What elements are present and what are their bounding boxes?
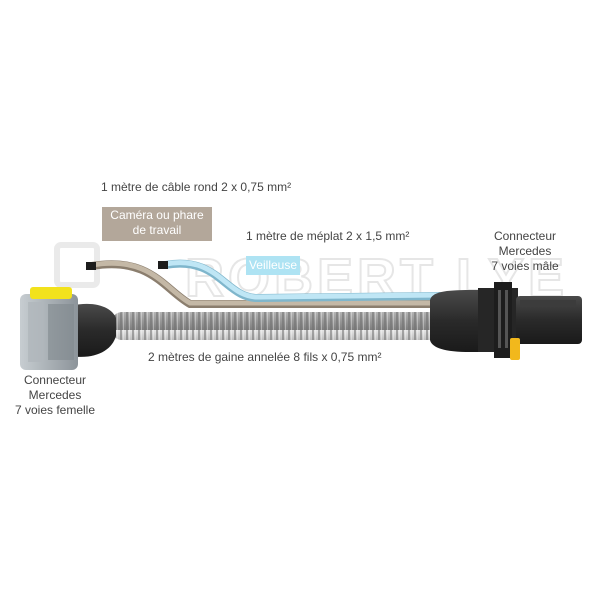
female-connector-label: Connecteur Mercedes 7 voies femelle bbox=[0, 373, 110, 418]
female-connector-label-line-1: Connecteur bbox=[23, 373, 87, 387]
male-connector-sleeve bbox=[430, 290, 482, 352]
male-connector-label-line-1: Connecteur bbox=[493, 229, 557, 243]
veilleuse-tag: Veilleuse bbox=[246, 256, 300, 275]
camera-tag-line-2: de travail bbox=[132, 223, 182, 237]
sheath-label: 2 mètres de gaine annelée 8 fils x 0,75 … bbox=[148, 350, 382, 364]
flat-cable-tip bbox=[158, 261, 168, 269]
camera-tag-line-1: Caméra ou phare bbox=[110, 208, 204, 222]
corrugated-sheath bbox=[112, 312, 442, 340]
male-connector-label-line-2: Mercedes bbox=[498, 244, 552, 258]
round-cable-label: 1 mètre de câble rond 2 x 0,75 mm² bbox=[101, 180, 292, 194]
flat-cable-label: 1 mètre de méplat 2 x 1,5 mm² bbox=[246, 229, 410, 243]
female-connector-yellow-cap bbox=[30, 287, 72, 299]
female-connector-label-line-3: 7 voies femelle bbox=[14, 403, 96, 417]
male-connector-label: Connecteur Mercedes 7 voies mâle bbox=[470, 229, 580, 274]
male-connector-label-line-3: 7 voies mâle bbox=[491, 259, 559, 273]
female-connector-label-line-2: Mercedes bbox=[28, 388, 82, 402]
round-cable-tip bbox=[86, 262, 96, 270]
male-connector bbox=[430, 282, 582, 360]
female-connector-grommet bbox=[70, 303, 116, 357]
male-connector-yellow-clip bbox=[510, 338, 520, 360]
camera-tag: Caméra ou phare de travail bbox=[102, 207, 212, 241]
flat-cable bbox=[158, 259, 444, 303]
round-cable bbox=[86, 260, 444, 308]
female-connector bbox=[20, 287, 116, 370]
